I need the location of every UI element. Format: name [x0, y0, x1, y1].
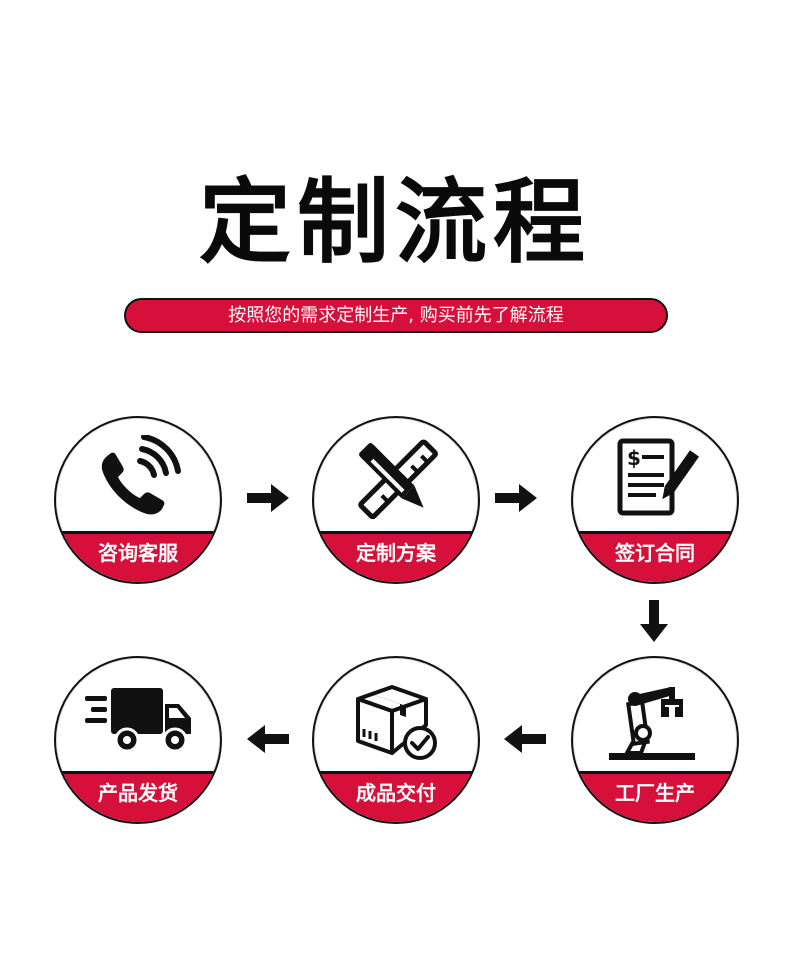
step-consult: 咨询客服: [54, 416, 222, 584]
step-shipping: 产品发货: [54, 656, 222, 824]
step-factory: 工厂生产: [571, 656, 739, 824]
step-label: 产品发货: [98, 781, 178, 805]
step-label: 咨询客服: [98, 541, 178, 565]
label-band: [573, 771, 737, 822]
step-label: 定制方案: [356, 541, 436, 565]
arrow-right-icon: [247, 484, 289, 512]
step-custom-plan: 定制方案: [312, 416, 480, 584]
svg-text:$: $: [627, 446, 641, 470]
robot-arm-icon: [573, 668, 737, 772]
step-contract: $ 签订合同: [571, 416, 739, 584]
contract-icon: $: [573, 428, 737, 532]
label-band: [573, 531, 737, 582]
pencil-ruler-icon: [314, 428, 478, 532]
arrow-right-icon: [495, 484, 537, 512]
arrow-left-icon: [504, 725, 546, 753]
truck-icon: [56, 668, 220, 772]
label-band: [56, 531, 220, 582]
arrow-left-icon: [247, 725, 289, 753]
step-delivery: 成品交付: [312, 656, 480, 824]
step-label: 工厂生产: [615, 781, 695, 805]
page-title: 定制流程: [198, 169, 591, 276]
subtitle-banner: 按照您的需求定制生产, 购买前先了解流程: [124, 298, 668, 333]
step-label: 签订合同: [615, 541, 695, 565]
box-check-icon: [314, 668, 478, 772]
step-label: 成品交付: [356, 781, 436, 805]
label-band: [56, 771, 220, 822]
label-band: [314, 771, 478, 822]
label-band: [314, 531, 478, 582]
arrow-down-icon: [640, 600, 668, 642]
phone-icon: [56, 428, 220, 532]
